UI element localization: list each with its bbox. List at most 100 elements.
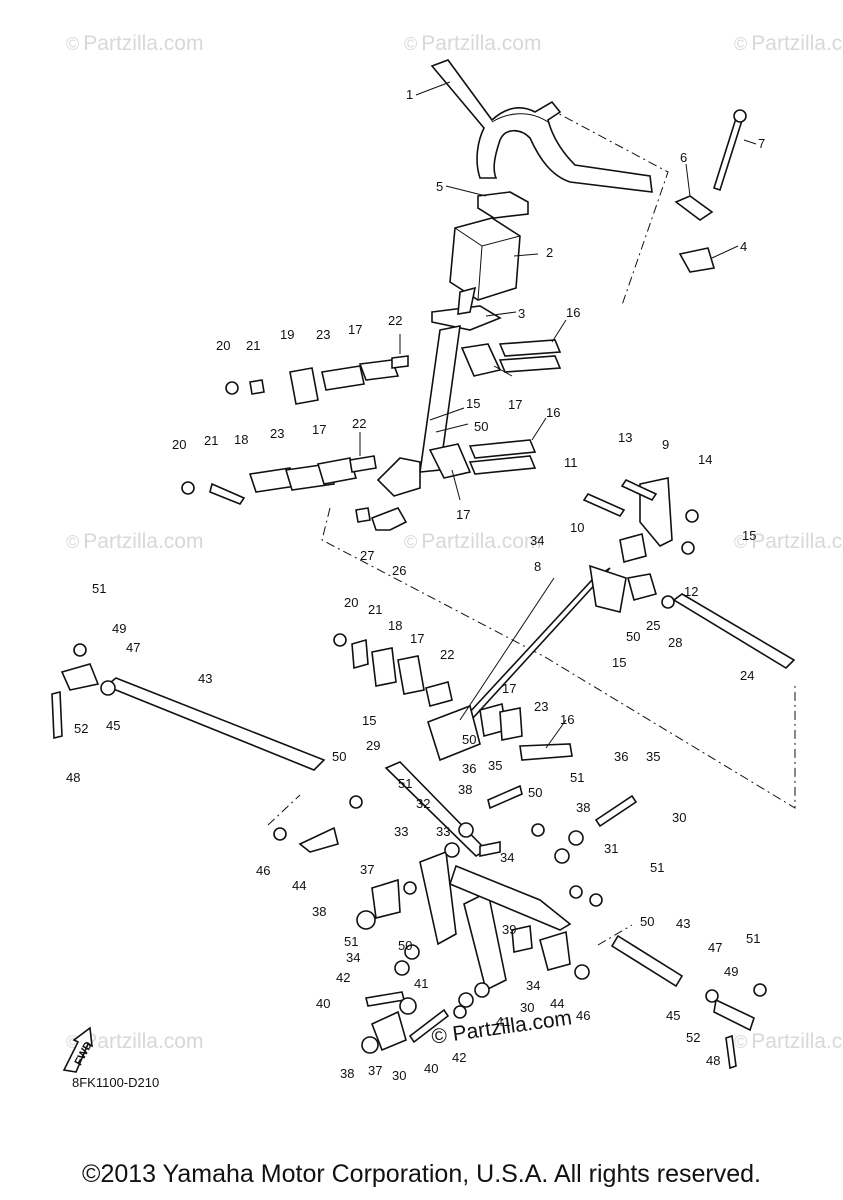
callout-50d: 50 bbox=[462, 732, 476, 747]
watermark-mark: © bbox=[404, 532, 418, 552]
watermark-text: Partzilla.com bbox=[751, 1030, 843, 1053]
callout-17c: 17 bbox=[312, 422, 326, 437]
watermark-text: Partzilla.com bbox=[751, 530, 843, 553]
callout-36b: 36 bbox=[614, 749, 628, 764]
diagram-code: 8FK1100-D210 bbox=[72, 1075, 160, 1090]
fwd-label: FWD bbox=[73, 1040, 95, 1068]
callout-22: 22 bbox=[388, 313, 402, 328]
callout-32: 32 bbox=[416, 796, 430, 811]
callout-7: 7 bbox=[758, 136, 765, 151]
callout-4: 4 bbox=[740, 239, 747, 254]
left-tie-rod bbox=[51, 643, 326, 771]
callout-34c: 34 bbox=[346, 950, 360, 965]
callout-18: 18 bbox=[234, 432, 248, 447]
watermark-mark: © bbox=[404, 34, 418, 54]
callout-51d: 51 bbox=[650, 860, 664, 875]
callout-51c: 51 bbox=[570, 770, 584, 785]
watermark: ©Partzilla.com bbox=[734, 1030, 843, 1054]
right-tie-rod bbox=[626, 573, 796, 670]
fwd-arrow-icon: FWD bbox=[62, 1026, 95, 1073]
callout-34b: 34 bbox=[500, 850, 514, 865]
callout-43b: 43 bbox=[676, 916, 690, 931]
callout-38c: 38 bbox=[312, 904, 326, 919]
callout-19: 19 bbox=[280, 327, 294, 342]
callout-50g: 50 bbox=[398, 938, 412, 953]
callout-39: 39 bbox=[502, 922, 516, 937]
leader-lines bbox=[359, 81, 757, 749]
watermark: ©Partzilla.com bbox=[404, 530, 541, 554]
watermark-mark: © bbox=[734, 34, 748, 54]
right-lower-rod bbox=[610, 934, 767, 1070]
watermark-text: Partzilla.com bbox=[751, 32, 843, 55]
callout-41: 41 bbox=[414, 976, 428, 991]
middle-link-set bbox=[333, 633, 573, 761]
callout-8: 8 bbox=[534, 559, 541, 574]
collar bbox=[619, 532, 647, 564]
callout-35: 35 bbox=[488, 758, 502, 773]
callout-13: 13 bbox=[618, 430, 632, 445]
callout-labels: 1 2 3 4 5 6 7 8 9 10 11 12 13 14 15 15 1… bbox=[66, 87, 765, 1083]
callout-17d: 17 bbox=[456, 507, 470, 522]
callout-24: 24 bbox=[740, 668, 754, 683]
callout-30b: 30 bbox=[520, 1000, 534, 1015]
watermark-text: Partzilla.com bbox=[421, 530, 542, 553]
callout-44b: 44 bbox=[550, 996, 564, 1011]
callout-30c: 30 bbox=[392, 1068, 406, 1083]
watermark: ©Partzilla.com bbox=[734, 32, 843, 56]
callout-20c: 20 bbox=[344, 595, 358, 610]
callout-3: 3 bbox=[518, 306, 525, 321]
watermark-text: Partzilla.com bbox=[421, 32, 542, 55]
callout-14: 14 bbox=[698, 452, 712, 467]
callout-17: 17 bbox=[348, 322, 362, 337]
callout-23c: 23 bbox=[534, 699, 548, 714]
callout-43: 43 bbox=[198, 671, 212, 686]
callout-40: 40 bbox=[316, 996, 330, 1011]
callout-52: 52 bbox=[74, 721, 88, 736]
handlebar bbox=[430, 59, 653, 193]
callout-51: 51 bbox=[92, 581, 106, 596]
watermark-text: Partzilla.com bbox=[83, 1030, 204, 1053]
long-bolt bbox=[713, 110, 745, 192]
callout-49: 49 bbox=[112, 621, 126, 636]
callout-51f: 51 bbox=[746, 931, 760, 946]
callout-12: 12 bbox=[684, 584, 698, 599]
callout-25: 25 bbox=[646, 618, 660, 633]
callout-51e: 51 bbox=[344, 934, 358, 949]
callout-21c: 21 bbox=[368, 602, 382, 617]
callout-50b: 50 bbox=[626, 629, 640, 644]
callout-16c: 16 bbox=[560, 712, 574, 727]
callout-38d: 38 bbox=[340, 1066, 354, 1081]
callout-50e: 50 bbox=[528, 785, 542, 800]
callout-21: 21 bbox=[246, 338, 260, 353]
callout-10: 10 bbox=[570, 520, 584, 535]
callout-46b: 46 bbox=[576, 1008, 590, 1023]
watermark: ©Partzilla.com bbox=[734, 530, 843, 554]
watermark-mark: © bbox=[734, 1032, 748, 1052]
callout-36: 36 bbox=[462, 761, 476, 776]
ball-joint bbox=[370, 507, 408, 531]
upper-handlebar-holder bbox=[477, 191, 529, 219]
nut-12 bbox=[681, 541, 695, 555]
callout-45b: 45 bbox=[666, 1008, 680, 1023]
upper-link-set bbox=[428, 339, 562, 479]
callout-6: 6 bbox=[680, 150, 687, 165]
callout-42: 42 bbox=[336, 970, 350, 985]
callout-29: 29 bbox=[366, 738, 380, 753]
left-ball-joint bbox=[298, 826, 339, 853]
lower-holder bbox=[678, 247, 716, 273]
callout-17f: 17 bbox=[502, 681, 516, 696]
callout-17e: 17 bbox=[410, 631, 424, 646]
callout-37: 37 bbox=[360, 862, 374, 877]
callout-15b: 15 bbox=[466, 396, 480, 411]
bolt-13 bbox=[620, 478, 658, 502]
callout-41b: 41 bbox=[496, 1014, 510, 1029]
callout-15: 15 bbox=[742, 528, 756, 543]
callout-37b: 37 bbox=[368, 1063, 382, 1078]
watermark: ©Partzilla.com bbox=[66, 32, 203, 56]
callout-15d: 15 bbox=[362, 713, 376, 728]
callout-11: 11 bbox=[564, 455, 578, 470]
callout-27: 27 bbox=[360, 548, 374, 563]
callout-22b: 22 bbox=[352, 416, 366, 431]
nut-14 bbox=[685, 509, 699, 523]
callout-45: 45 bbox=[106, 718, 120, 733]
